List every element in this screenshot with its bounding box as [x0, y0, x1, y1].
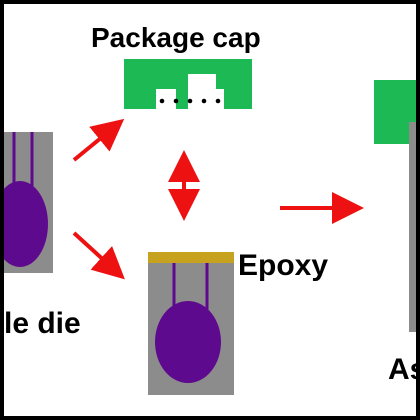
cap-dot-3 — [187, 98, 193, 104]
epoxy-strip — [148, 252, 234, 263]
cap-notch-left — [156, 89, 176, 109]
diagram-canvas: Package cap — [4, 4, 416, 416]
epoxy-label: Epoxy — [238, 249, 328, 282]
diagram-svg: Package cap — [4, 22, 416, 395]
cap-dot-4 — [201, 98, 207, 104]
left-die — [4, 132, 53, 273]
cap-notch-right — [204, 89, 224, 109]
assembly-die-body — [409, 122, 416, 332]
package-cap-label: Package cap — [91, 22, 261, 53]
assembly-die — [409, 122, 416, 332]
assembly-label: As — [388, 353, 416, 386]
arrow-icon — [72, 231, 125, 280]
arrow-icon — [72, 118, 125, 162]
cap-dot-1 — [159, 98, 165, 104]
middle-die — [148, 252, 234, 395]
cap-dot-5 — [215, 98, 221, 104]
arrows — [72, 118, 364, 280]
package-cap — [124, 59, 252, 109]
die-label: le die — [4, 307, 81, 340]
cap-dot-2 — [173, 98, 179, 104]
middle-die-sphere — [155, 301, 221, 383]
left-die-sphere — [4, 181, 48, 267]
